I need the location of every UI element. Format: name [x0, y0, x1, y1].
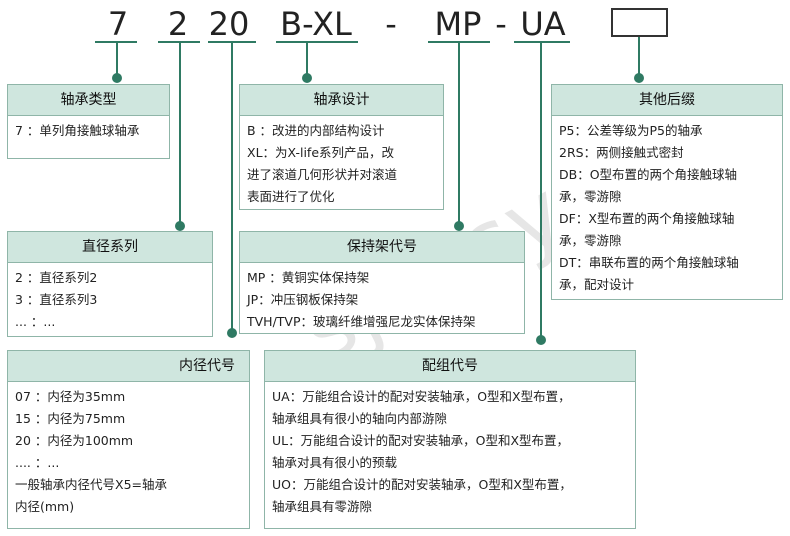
suffix-line: DB：O型布置的两个角接触球轴	[559, 167, 738, 182]
suffix-line: P5：公差等级为P5的轴承	[559, 123, 703, 138]
connector-cage-dot	[454, 221, 464, 231]
pairing-title: 配组代号	[265, 351, 635, 382]
code-type-digit: 7	[107, 5, 129, 43]
cage-title: 保持架代号	[240, 232, 524, 263]
cage-box: 保持架代号 MP ：黄铜实体保持架 JP：冲压钢板保持架 TVH/TVP：玻璃纤…	[239, 231, 525, 334]
code-bore: 20	[208, 5, 250, 43]
connector-design	[306, 43, 308, 78]
suffix-line: 2RS：两侧接触式密封	[559, 145, 684, 160]
connector-pairing	[540, 43, 542, 339]
suffix-line: DT：串联布置的两个角接触球轴	[559, 255, 739, 270]
suffix-line: DF：X型布置的两个角接触球轴	[559, 211, 735, 226]
connector-bore	[231, 43, 233, 333]
connector-series	[179, 43, 181, 225]
diameter-series-box: 直径系列 2 ：直径系列2 3 ：直径系列3 ... ：...	[7, 231, 213, 337]
bearing-type-box: 轴承类型 7 ：单列角接触球轴承	[7, 84, 170, 159]
suffix-box: 其他后缀 P5：公差等级为P5的轴承 2RS：两侧接触式密封 DB：O型布置的两…	[551, 84, 783, 300]
pairing-line: UA：万能组合设计的配对安装轴承，O型和X型布置，	[272, 389, 571, 404]
connector-series-dot	[175, 221, 185, 231]
design-box: 轴承设计 B ：改进的内部结构设计 XL：为X-life系列产品，改 进了滚道几…	[239, 84, 444, 210]
cage-line: MP ：黄铜实体保持架	[247, 270, 370, 285]
diameter-series-title: 直径系列	[8, 232, 212, 263]
connector-suffix	[638, 37, 640, 78]
code-pairing: UA	[520, 5, 566, 43]
diameter-series-line: ... ：...	[15, 314, 56, 329]
connector-cage	[458, 43, 460, 225]
design-line: XL：为X-life系列产品，改	[247, 145, 395, 160]
connector-bore-dot	[227, 328, 237, 338]
pairing-line: 轴承组具有零游隙	[272, 499, 373, 514]
bearing-type-title: 轴承类型	[8, 85, 169, 116]
bore-code-line: 20 ：内径为100mm	[15, 433, 134, 448]
code-cage: MP	[434, 5, 482, 43]
design-title: 轴承设计	[240, 85, 443, 116]
diameter-series-line: 2 ：直径系列2	[15, 270, 98, 285]
underline-type	[95, 41, 137, 43]
suffix-line: 承，配对设计	[559, 277, 635, 292]
code-suffix-blank	[611, 8, 668, 37]
bore-code-line: .... ：...	[15, 455, 60, 470]
suffix-line: 承，零游隙	[559, 233, 622, 248]
code-series-digit: 2	[167, 5, 189, 43]
code-separator-2: -	[495, 5, 507, 43]
pairing-line: UO：万能组合设计的配对安装轴承，O型和X型布置，	[272, 477, 572, 492]
bore-code-box: 内径代号 07 ：内径为35mm 15 ：内径为75mm 20 ：内径为100m…	[7, 350, 250, 529]
bore-code-line: 15 ：内径为75mm	[15, 411, 126, 426]
suffix-line: 承，零游隙	[559, 189, 622, 204]
underline-series	[158, 41, 200, 43]
code-design: B-XL	[280, 5, 352, 43]
connector-type	[116, 43, 118, 78]
bore-code-line: 一般轴承内径代号X5=轴承	[15, 477, 167, 492]
cage-line: TVH/TVP：玻璃纤维增强尼龙实体保持架	[247, 314, 476, 329]
diameter-series-line: 3 ：直径系列3	[15, 292, 98, 307]
underline-design	[276, 41, 358, 43]
pairing-line: UL：万能组合设计的配对安装轴承，O型和X型布置，	[272, 433, 570, 448]
bore-code-line: 内径(mm)	[15, 499, 75, 514]
design-line: 进了滚道几何形状并对滚道	[247, 167, 398, 182]
bearing-type-line: 7 ：单列角接触球轴承	[15, 123, 140, 138]
connector-suffix-dot	[634, 73, 644, 83]
code-separator-1: -	[385, 5, 397, 43]
pairing-line: 轴承组具有很小的轴向内部游隙	[272, 411, 448, 426]
suffix-title: 其他后缀	[552, 85, 782, 116]
underline-cage	[428, 41, 490, 43]
underline-pairing	[514, 41, 570, 43]
design-line: B ：改进的内部结构设计	[247, 123, 385, 138]
connector-design-dot	[302, 73, 312, 83]
bore-code-title: 内径代号	[8, 351, 249, 382]
connector-type-dot	[112, 73, 122, 83]
cage-line: JP：冲压钢板保持架	[247, 292, 359, 307]
connector-pairing-dot	[536, 335, 546, 345]
design-line: 表面进行了优化	[247, 189, 335, 204]
pairing-box: 配组代号 UA：万能组合设计的配对安装轴承，O型和X型布置， 轴承组具有很小的轴…	[264, 350, 636, 529]
bore-code-line: 07 ：内径为35mm	[15, 389, 126, 404]
underline-bore	[208, 41, 256, 43]
pairing-line: 轴承对具有很小的预载	[272, 455, 398, 470]
